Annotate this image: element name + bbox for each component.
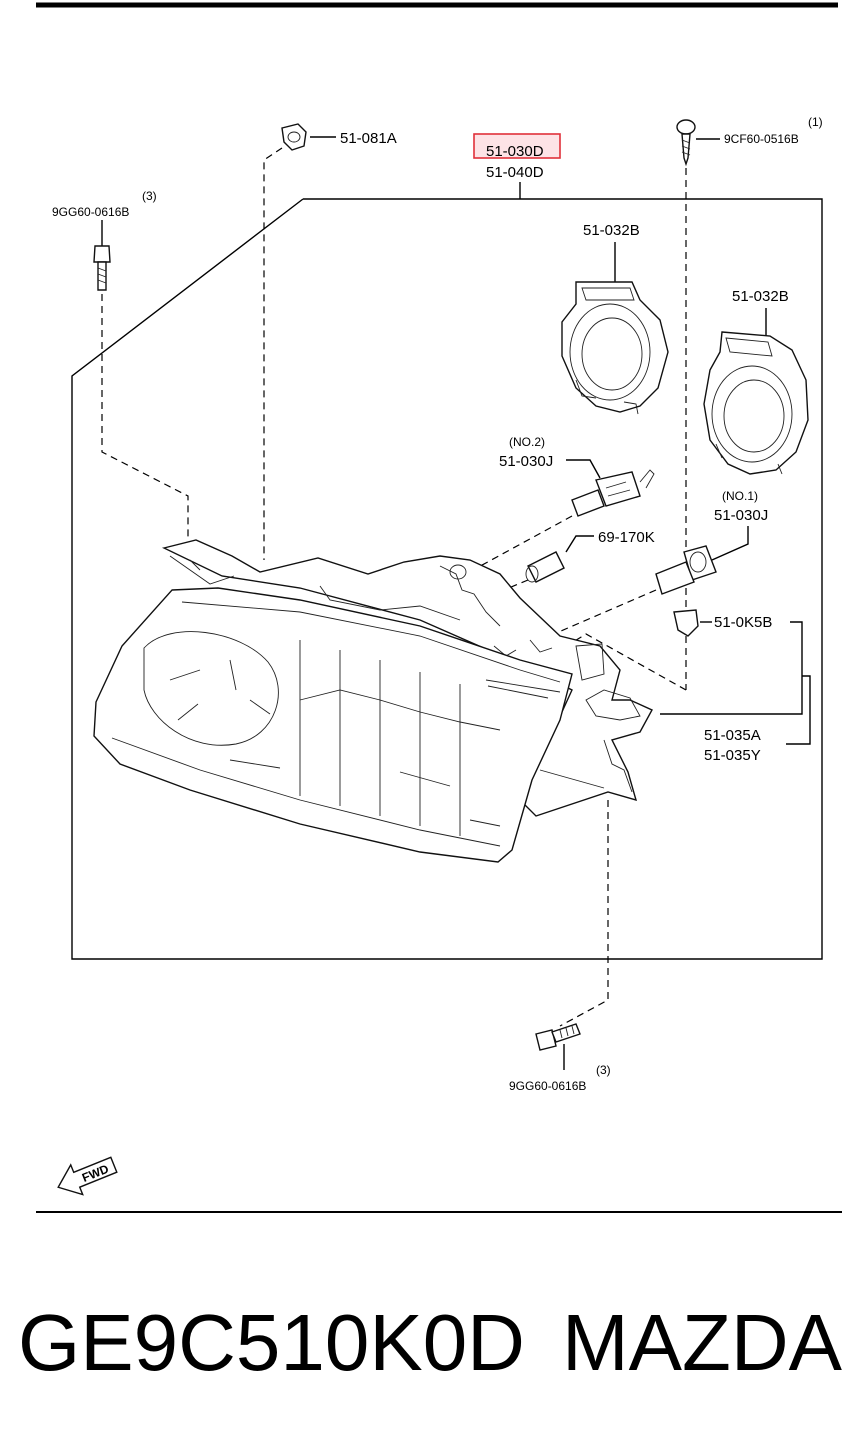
headlamp-lens (93, 587, 573, 863)
bulb-no2-icon (571, 469, 655, 517)
bulb-small-icon (525, 551, 565, 583)
label-bulb-small: 69-170K (598, 529, 655, 546)
label-bracket-a: 51-035A (704, 727, 761, 744)
label-bulb-no2-tag: (NO.2) (509, 435, 545, 449)
label-highlighted-part[interactable]: 51-030D (486, 143, 544, 160)
label-bulb-no1-tag: (NO.1) (722, 489, 758, 503)
clip-right-icon (673, 609, 699, 637)
label-bolt-left-qty: (3) (142, 189, 157, 203)
label-bulb-socket-2: 51-032B (732, 288, 789, 305)
headlamp-housing (161, 539, 653, 817)
label-bulb-no2: 51-030J (499, 453, 553, 470)
label-bolt-bottom: 9GG60-0616B (509, 1079, 586, 1093)
label-clip-right: 51-0K5B (714, 614, 772, 631)
bulb-socket-1-icon (561, 281, 669, 415)
label-bracket-y: 51-035Y (704, 747, 761, 764)
label-screw-top-qty: (1) (808, 115, 823, 129)
label-bolt-left: 9GG60-0616B (52, 205, 129, 219)
label-bulb-no1: 51-030J (714, 507, 768, 524)
label-bulb-socket-1: 51-032B (583, 222, 640, 239)
label-assembly: 51-040D (486, 164, 544, 181)
bulb-socket-2-icon (703, 331, 809, 475)
bulb-no1-icon (655, 545, 717, 595)
bolt-left-icon (93, 245, 111, 291)
footer-part-number: GE9C510K0D (18, 1298, 525, 1387)
screw-top-icon (676, 119, 696, 167)
label-screw-top: 9CF60-0516B (724, 132, 799, 146)
assembly-frame (71, 198, 823, 960)
fwd-arrow-icon: FWD (57, 1156, 118, 1196)
highlight-box[interactable] (473, 133, 561, 159)
footer-brand: MAZDA (562, 1298, 843, 1387)
clip-top-icon (281, 123, 307, 151)
bolt-bottom-icon (535, 1023, 581, 1051)
label-clip-top: 51-081A (340, 130, 397, 147)
label-bolt-bottom-qty: (3) (596, 1063, 611, 1077)
